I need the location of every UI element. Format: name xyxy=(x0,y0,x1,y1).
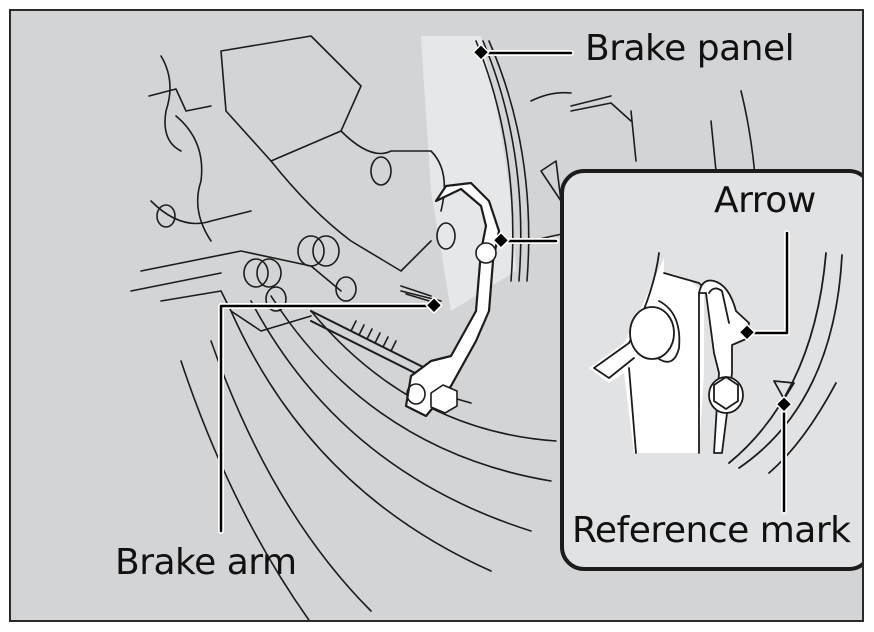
bolt xyxy=(335,276,357,302)
leader-diamond xyxy=(738,323,756,341)
panel-arc xyxy=(768,382,837,474)
wheel-arc xyxy=(210,340,372,612)
brake-panel-arc xyxy=(482,40,522,282)
leader-diamond xyxy=(775,395,793,413)
bolt xyxy=(256,258,282,288)
axle-line xyxy=(130,272,222,292)
caliper-body xyxy=(270,160,432,272)
brake-arm-hole xyxy=(436,222,456,250)
bolt xyxy=(243,258,269,288)
brake-assembly-drawing xyxy=(130,35,760,620)
leader-diamond xyxy=(425,296,443,314)
brake-arm-plate-inner xyxy=(708,287,730,324)
label-brake-panel: Brake panel xyxy=(585,28,795,69)
bolt xyxy=(156,204,176,228)
wheel-detail xyxy=(570,102,632,122)
leader-diamond xyxy=(492,231,510,249)
bolt xyxy=(370,156,392,186)
wheel-detail xyxy=(540,160,562,202)
axle-line xyxy=(140,250,342,292)
brake-panel-arc xyxy=(475,40,514,282)
hub-outline xyxy=(148,88,212,112)
knurled-knob xyxy=(629,306,675,360)
brake-arm-shape xyxy=(404,181,501,418)
adjuster-nut xyxy=(430,384,472,414)
label-arrow: Arrow xyxy=(714,180,816,221)
brake-panel-face xyxy=(421,36,516,311)
bolt xyxy=(265,286,287,312)
brake-panel-arc xyxy=(488,40,530,282)
wheel-arc xyxy=(180,360,310,620)
detail-drawing xyxy=(589,230,843,514)
bolt xyxy=(297,235,325,267)
wheel-arc xyxy=(250,300,532,532)
brake-arm-pin xyxy=(475,242,497,264)
leader-reference-mark xyxy=(775,395,793,514)
diagram-frame: Arrow Reference mark Brake panel Brake a… xyxy=(9,9,864,622)
wheel-detail xyxy=(530,91,612,107)
knurled-knob-edge xyxy=(658,300,681,363)
panel-arc xyxy=(728,252,827,464)
label-brake-arm: Brake arm xyxy=(115,542,297,583)
bolt xyxy=(312,235,340,267)
arm-outline xyxy=(628,367,637,454)
label-reference-mark: Reference mark xyxy=(572,510,851,551)
detail-inset: Arrow Reference mark xyxy=(560,169,862,571)
wheel-arc xyxy=(270,295,552,482)
hub-outline xyxy=(160,290,312,332)
brake-arm-plate xyxy=(698,279,750,454)
reference-mark-triangle xyxy=(773,380,795,400)
rod-threads xyxy=(350,285,442,352)
hub-outline xyxy=(150,200,252,225)
caliper-body xyxy=(220,35,362,162)
arm-outline xyxy=(593,342,635,379)
leader-brake-arm xyxy=(218,296,443,534)
leader-brake-pin xyxy=(492,231,559,249)
hex-nut-face xyxy=(713,376,739,410)
brake-arm-hole xyxy=(406,383,426,405)
wheel-arc xyxy=(230,310,492,572)
leader-diamond xyxy=(472,43,490,61)
leader-arrow xyxy=(738,230,790,341)
panel-arc xyxy=(738,254,843,469)
leader-brake-panel xyxy=(472,43,574,61)
hub-outline xyxy=(160,55,182,152)
